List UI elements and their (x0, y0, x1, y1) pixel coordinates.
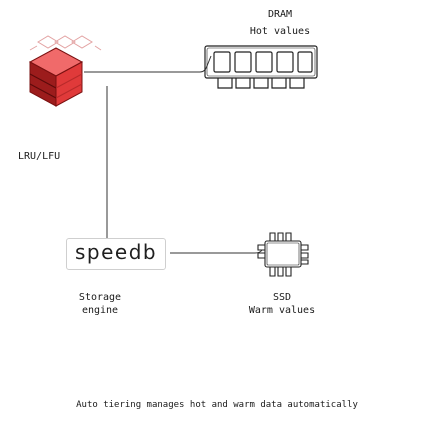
storage-engine-label-line2: engine (81, 305, 119, 316)
speedb-logo-text: speedb (75, 240, 158, 264)
footer-caption: Auto tiering manages hot and warm data a… (76, 400, 358, 410)
cache-policy-label: LRU/LFU (18, 151, 61, 162)
speedb-logo: speedb (66, 238, 166, 270)
engine-to-ssd-connector (170, 249, 263, 254)
ring-decoration-icon (29, 35, 102, 51)
dram-module-icon (204, 45, 318, 89)
dram-title: DRAM (267, 9, 293, 20)
ssd-chip-icon (257, 232, 309, 277)
storage-engine-label-line1: Storage (78, 292, 122, 303)
dram-subtitle: Hot values (249, 26, 311, 37)
ssd-title: SSD (272, 292, 292, 303)
cube-to-dram-connector (84, 55, 212, 73)
ssd-subtitle: Warm values (248, 305, 316, 316)
database-cube-icon (28, 47, 84, 107)
